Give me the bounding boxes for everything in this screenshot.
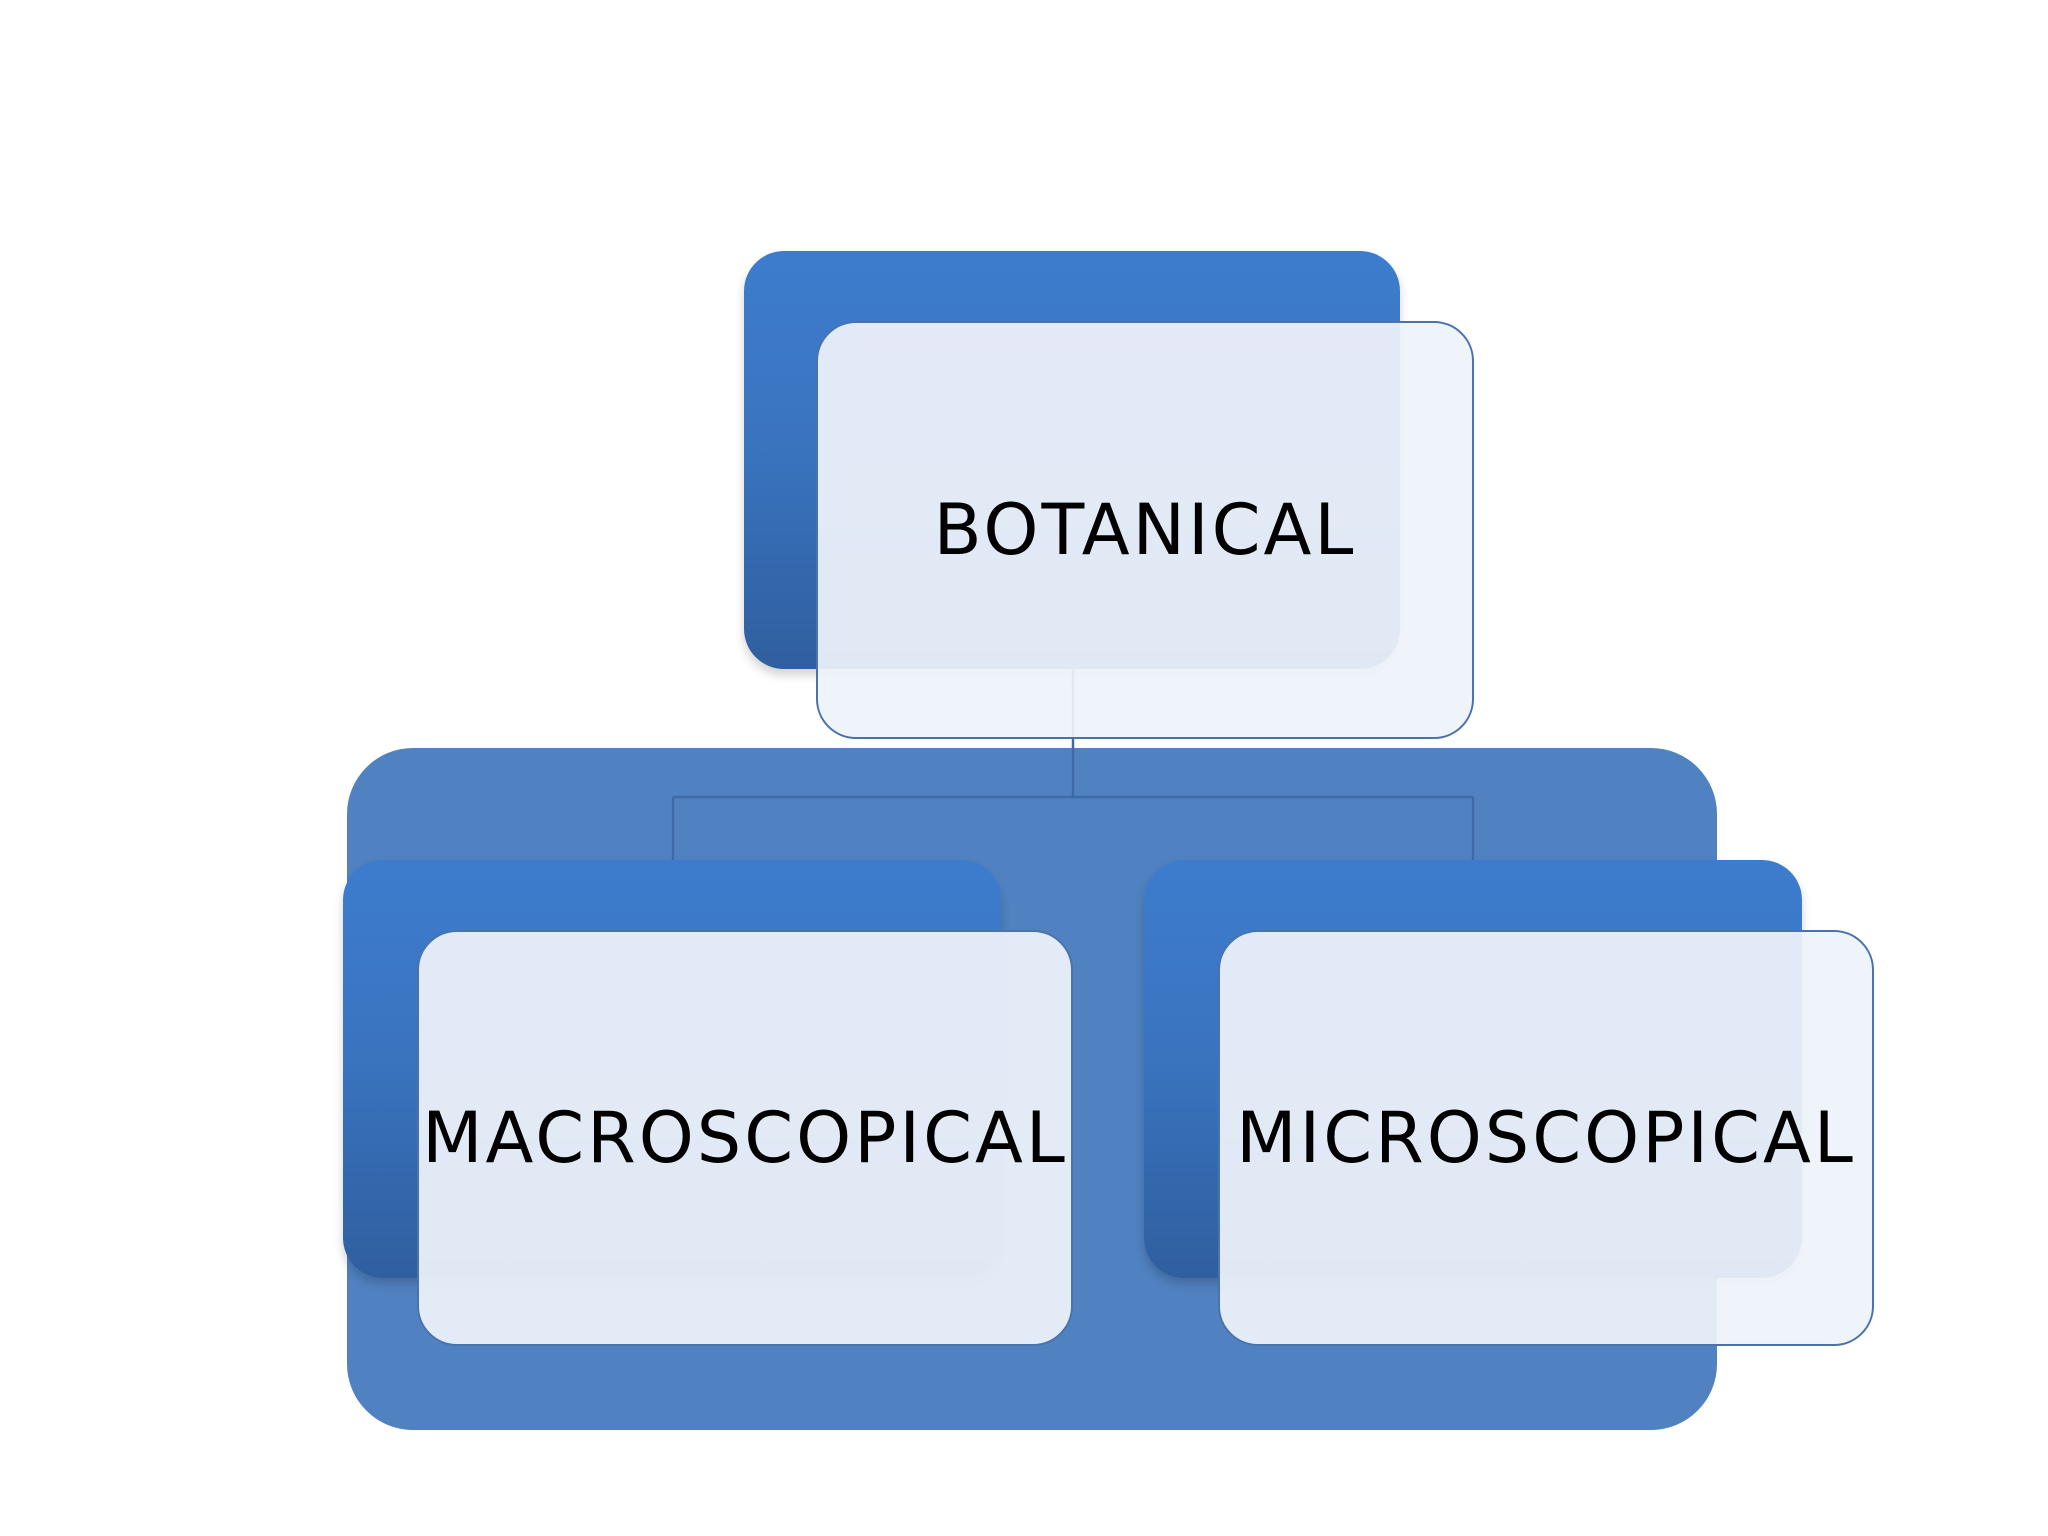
root-node-label: BOTANICAL <box>933 489 1357 571</box>
right-child-label: MICROSCOPICAL <box>1236 1097 1856 1179</box>
root-node: BOTANICAL <box>816 321 1474 739</box>
left-child-label: MACROSCOPICAL <box>422 1097 1068 1179</box>
left-child-node: MACROSCOPICAL <box>417 930 1073 1346</box>
right-child-node: MICROSCOPICAL <box>1218 930 1874 1346</box>
